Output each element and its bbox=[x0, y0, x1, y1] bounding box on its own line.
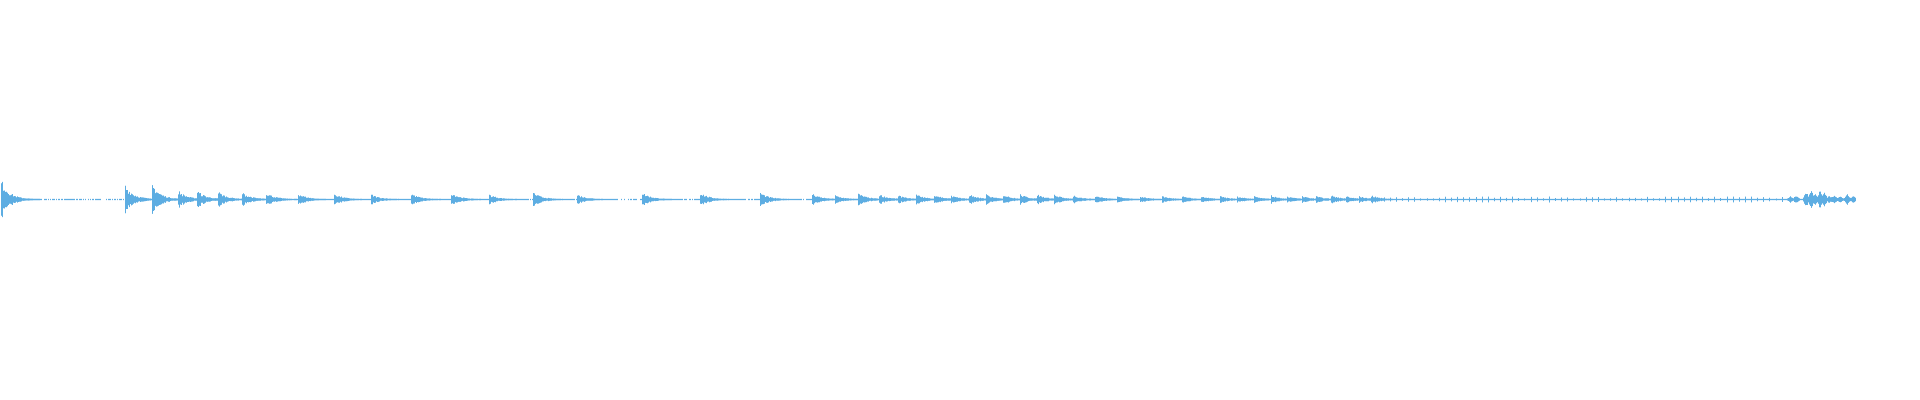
waveform-path bbox=[1, 181, 1856, 218]
